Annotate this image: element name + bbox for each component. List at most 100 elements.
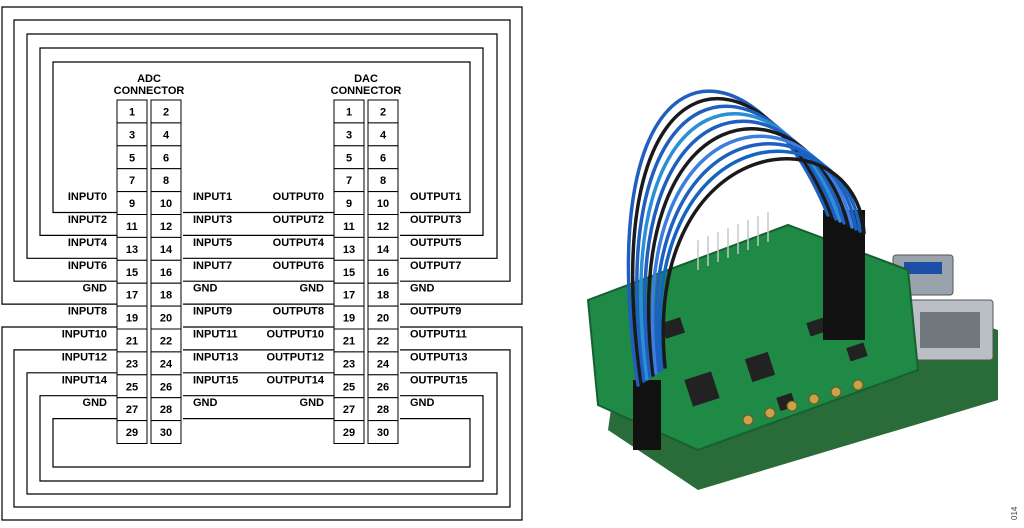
adc-pin-cell [150,420,182,445]
dac-pin-cell [367,420,399,445]
dac-pin-number: 24 [377,358,390,370]
adc-pin-number: 22 [160,335,172,347]
dac-left-label: OUTPUT12 [267,351,324,363]
dac-right-label: OUTPUT15 [410,374,467,386]
dac-pin-number: 19 [343,313,355,325]
figure-id: 014 [1010,506,1019,520]
adc-right-label: INPUT5 [193,237,232,249]
dac-pin-number: 4 [380,129,387,141]
dac-pin-number: 11 [343,221,355,233]
adc-pin-number: 14 [160,244,173,256]
wire-trace [13,19,511,282]
adc-pin-number: 16 [160,267,172,279]
dac-left-label: OUTPUT10 [267,328,324,340]
adc-right-label: INPUT7 [193,260,232,272]
dac-title-line2: CONNECTOR [331,85,402,97]
adc-pin-number: 17 [126,290,138,302]
dac-pin-number: 26 [377,381,389,393]
adc-right-label: GND [193,283,218,295]
dac-pin-number: 5 [346,152,352,164]
adc-pin-number: 3 [129,129,135,141]
adc-pin-number: 12 [160,221,172,233]
dac-left-label: OUTPUT6 [273,260,324,272]
dac-pin-number: 12 [377,221,389,233]
dac-right-label: OUTPUT3 [410,214,461,226]
dac-pin-number: 30 [377,427,389,439]
adc-pin-number: 9 [129,198,135,210]
dac-right-label: OUTPUT11 [410,328,467,340]
dac-right-label: GND [410,397,435,409]
dac-title-line1: DAC [354,73,378,85]
dac-pin-number: 29 [343,427,355,439]
dac-pin-number: 3 [346,129,352,141]
dac-pin-number: 2 [380,106,386,118]
adc-left-label: INPUT4 [68,237,108,249]
adc-pin-number: 1 [129,106,135,118]
dac-pin-number: 21 [343,335,355,347]
adc-pin-number: 15 [126,267,138,279]
dac-right-label: GND [410,283,435,295]
dac-left-label: OUTPUT14 [267,374,325,386]
adc-pin-number: 30 [160,427,172,439]
adc-right-label: INPUT15 [193,374,238,386]
adc-pin-number: 18 [160,290,172,302]
dac-right-label: OUTPUT9 [410,306,461,318]
dac-right-label: OUTPUT5 [410,237,461,249]
dac-left-label: GND [300,283,325,295]
adc-pin-number: 2 [163,106,169,118]
wire-trace [26,372,498,495]
wire-trace [1,326,523,521]
dac-left-label: OUTPUT8 [273,306,324,318]
dac-pin-number: 6 [380,152,386,164]
adc-left-label: INPUT0 [68,191,107,203]
adc-right-label: INPUT9 [193,306,232,318]
adc-right-label: INPUT13 [193,351,238,363]
adc-pin-number: 13 [126,244,138,256]
dac-pin-number: 14 [377,244,390,256]
dac-header-icon [823,210,865,340]
adc-pin-number: 20 [160,313,172,325]
dac-pin-number: 15 [343,267,355,279]
jumper-wire [650,134,854,375]
adc-pin-cell [116,420,148,445]
dac-pin-number: 22 [377,335,389,347]
dac-left-label: OUTPUT2 [273,214,324,226]
dac-pin-number: 25 [343,381,355,393]
dac-pin-number: 7 [346,175,352,187]
dac-pin-number: 28 [377,404,389,416]
jumper-wire [661,157,866,369]
adc-left-label: GND [83,397,108,409]
adc-left-label: INPUT8 [68,306,107,318]
adc-left-label: INPUT10 [62,328,107,340]
jumper-wire [654,142,858,373]
adc-right-label: INPUT11 [193,328,238,340]
adc-header-icon [633,380,661,450]
adc-left-label: INPUT2 [68,214,107,226]
dac-right-label: OUTPUT13 [410,351,467,363]
adc-left-label: INPUT14 [62,374,108,386]
adc-title-line1: ADC [137,73,161,85]
loopback-wires [1,6,523,521]
dac-pin-number: 17 [343,290,355,302]
adc-pin-number: 28 [160,404,172,416]
adc-left-label: INPUT12 [62,351,107,363]
adc-pin-number: 25 [126,381,138,393]
wire-trace [13,349,511,508]
dac-pin-cell [333,420,365,445]
dac-pin-number: 13 [343,244,355,256]
adc-pin-number: 29 [126,427,138,439]
adc-right-label: GND [193,397,218,409]
adc-pin-number: 6 [163,152,169,164]
adc-pin-number: 5 [129,152,135,164]
dac-pin-number: 9 [346,198,352,210]
board-photo [586,89,998,490]
adc-pin-number: 19 [126,313,138,325]
dac-pin-number: 16 [377,267,389,279]
adc-pin-number: 10 [160,198,172,210]
dac-left-label: OUTPUT4 [273,237,325,249]
wire-trace [39,395,484,482]
dac-pin-number: 8 [380,175,386,187]
